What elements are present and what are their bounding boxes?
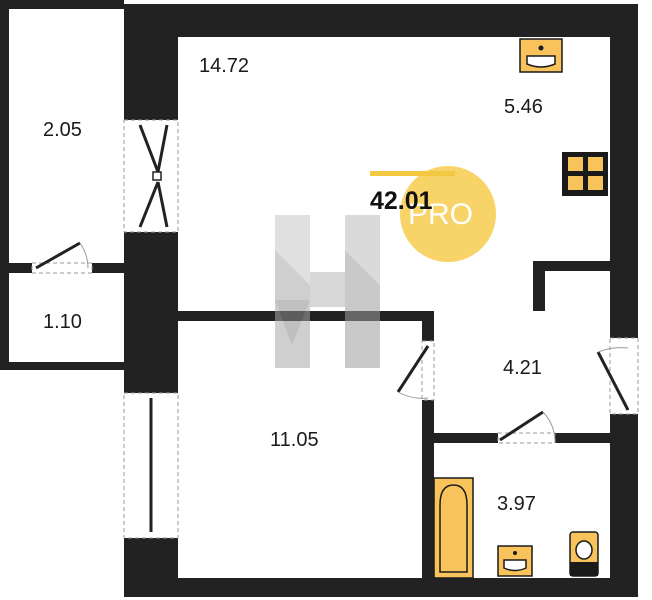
- wall-hall-bath: [434, 433, 498, 443]
- room-area-bathroom: 3.97: [497, 493, 536, 515]
- room-area-bedroom: 11.05: [270, 429, 319, 451]
- opening-bath-door: [498, 433, 555, 443]
- total-area-label: 42.01: [370, 187, 433, 215]
- wall-kitchen-stub-h: [533, 261, 610, 271]
- pro-badge-text: PRO: [408, 198, 473, 231]
- opening-outlines: [31, 119, 639, 539]
- wall-hall-bath-right: [555, 433, 610, 443]
- door-leaves: [35, 124, 630, 532]
- opening-storage-door: [32, 263, 92, 273]
- stove-icon: [562, 152, 608, 196]
- kitchen-sink-icon: [519, 38, 563, 73]
- bathroom-sink-icon: [497, 545, 533, 577]
- opening-bedroom-door: [422, 341, 434, 400]
- watermark-logo: [275, 215, 380, 368]
- room-area-closet: 1.10: [43, 311, 82, 333]
- door-swings: [79, 242, 629, 441]
- room-area-kitchen: 5.46: [504, 96, 543, 118]
- exterior-walls: [124, 4, 638, 597]
- wall-kitchen-stub-v: [533, 261, 545, 311]
- room-area-storage: 2.05: [43, 119, 82, 141]
- toilet-icon: [569, 531, 599, 577]
- pro-badge: PRO: [370, 166, 496, 262]
- opening-balcony-upper: [124, 120, 178, 232]
- room-area-hallway: 4.21: [503, 357, 542, 379]
- wall-bedroom-hall: [422, 311, 434, 341]
- bathtub-icon: [433, 477, 474, 579]
- wall-bedroom-hall-lower: [422, 400, 434, 578]
- balcony-door-hinge: [152, 171, 162, 181]
- room-area-main-room: 14.72: [199, 55, 249, 77]
